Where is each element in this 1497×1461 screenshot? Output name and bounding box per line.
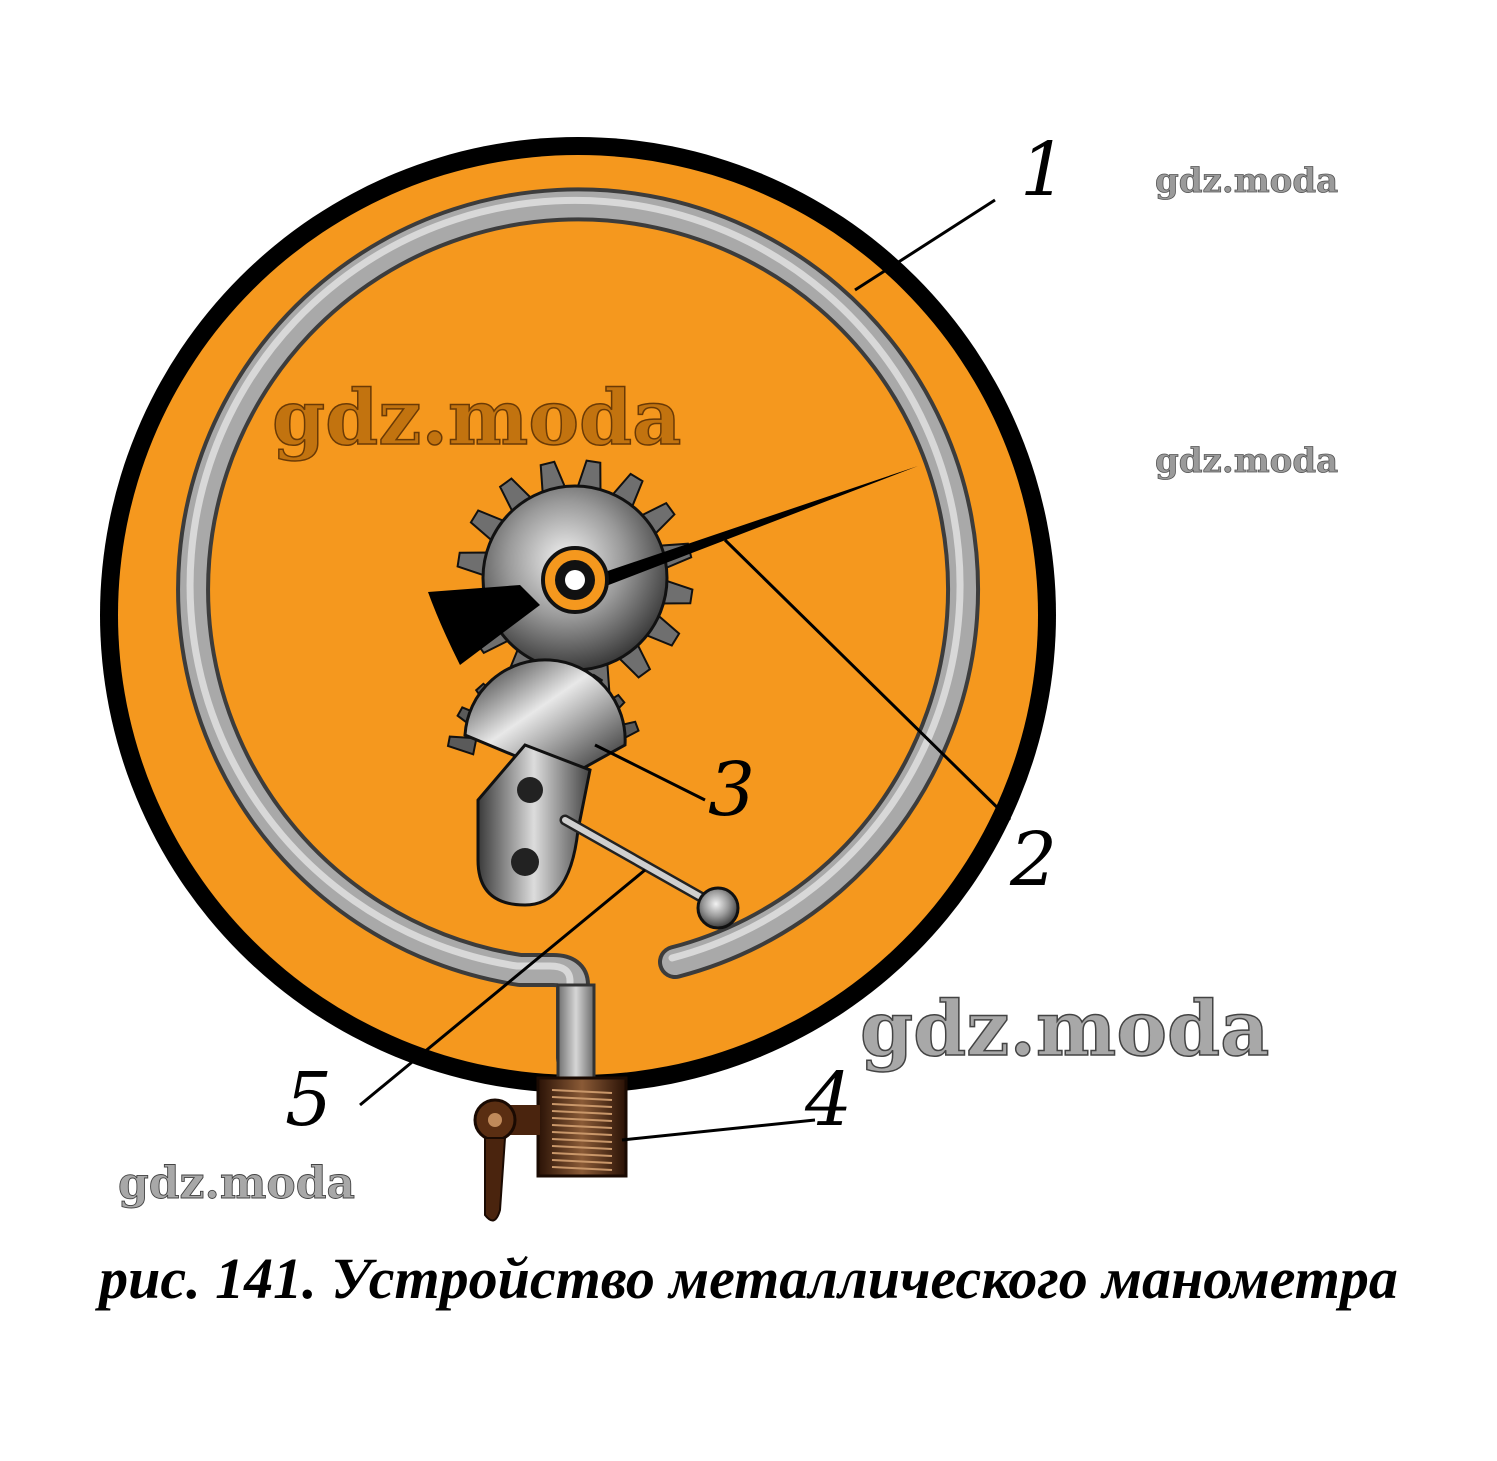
watermark: gdz.moda	[1155, 441, 1338, 481]
gear-sector	[446, 658, 640, 772]
label-2: 2	[1009, 817, 1057, 903]
lever	[476, 743, 592, 907]
label-5: 5	[285, 1057, 332, 1143]
figure-caption: рис. 141. Устройство металлического мано…	[99, 1246, 1398, 1311]
tube-stem	[556, 983, 596, 1087]
watermark: gdz.moda	[860, 984, 1269, 1073]
watermark: gdz.moda	[118, 1158, 355, 1209]
valve-fitting	[473, 1076, 628, 1222]
watermark: gdz.moda	[1155, 161, 1338, 201]
pointer-arrow	[428, 466, 918, 665]
watermark: gdz.moda	[272, 373, 681, 462]
label-4: 4	[804, 1057, 852, 1143]
label-1: 1	[1020, 127, 1067, 213]
connecting-rod	[559, 814, 740, 930]
leader-lines	[359, 198, 1012, 1142]
label-3: 3	[708, 747, 755, 833]
bourdon-tube	[176, 187, 981, 1075]
